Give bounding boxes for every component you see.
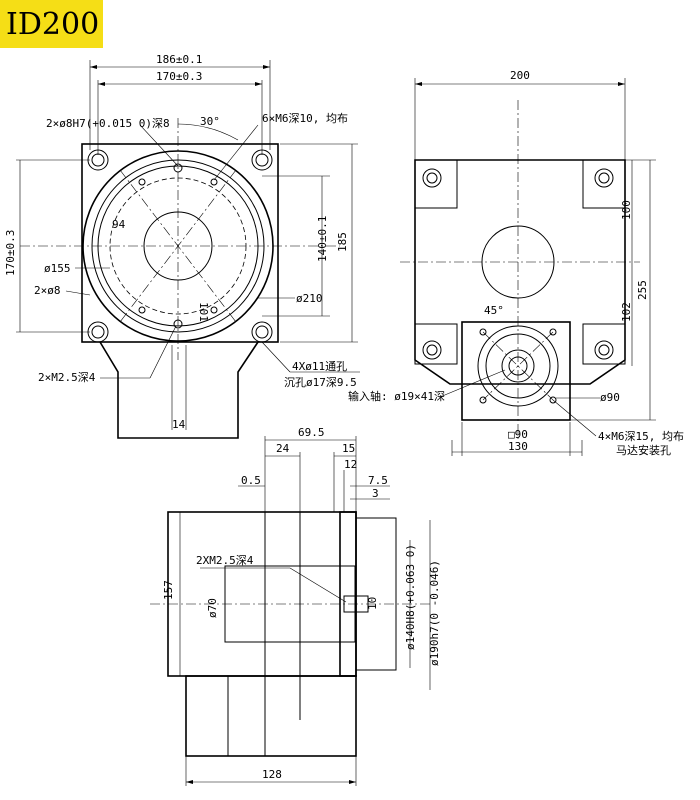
dim-69-5: 69.5 — [298, 426, 325, 439]
angle-45: 45° — [484, 304, 504, 317]
dim-200: 200 — [510, 69, 530, 82]
dim-130: 130 — [508, 440, 528, 453]
dim-24: 24 — [276, 442, 290, 455]
dim-102: 102 — [620, 302, 633, 322]
m25-holes-label: 2×M2.5深4 — [38, 371, 96, 384]
dim-90: ø90 — [600, 391, 620, 404]
m25-label: 2XM2.5深4 — [196, 554, 254, 567]
dim-210: ø210 — [296, 292, 323, 305]
front-view: 186±0.1 170±0.3 — [4, 53, 360, 439]
dim-2x8: 2×ø8 — [34, 284, 61, 297]
title-badge: ID200 — [0, 0, 103, 48]
motor-holes-label-2: 马达安装孔 — [616, 443, 671, 457]
motor-holes-label: 4×M6深15, 均布 — [598, 430, 684, 443]
dim-190h7: ø190h7(0 -0.046) — [428, 560, 441, 666]
dim-157: 157 — [162, 580, 175, 600]
dim-140: 140±0.1 — [316, 216, 329, 262]
dim-128: 128 — [262, 768, 282, 781]
dim-3: 3 — [372, 487, 379, 500]
dim-10: 10 — [366, 597, 379, 610]
dim-7-5: 7.5 — [368, 474, 388, 487]
title-text: ID200 — [6, 6, 100, 42]
dim-14: 14 — [172, 418, 186, 431]
dim-100: 100 — [620, 200, 633, 220]
dim-170: 170±0.3 — [156, 70, 202, 83]
dim-140h8: ø140H8(+0.063 0) — [404, 544, 417, 650]
section-view: 69.5 24 15 12 7.5 3 0.5 2XM2.5深4 — [150, 426, 441, 786]
pin-holes-label: 2×ø8H7(+0.015 0)深8 — [46, 117, 170, 130]
tapped-holes-label: 6×M6深10, 均布 — [262, 112, 348, 125]
dim-94: 94 — [112, 218, 126, 231]
dim-185: 185 — [336, 232, 349, 252]
dim-70: ø70 — [206, 598, 219, 618]
side-view: 200 45° 100 255 102 — [348, 69, 684, 457]
corner-hole-bl — [87, 321, 109, 343]
square-90: □90 — [508, 428, 528, 441]
dim-12: 12 — [344, 458, 357, 471]
dim-186: 186±0.1 — [156, 53, 202, 66]
angle-30: 30° — [200, 115, 220, 128]
dim-101: 101 — [197, 302, 210, 322]
input-shaft-label: 输入轴: ø19×41深 — [348, 389, 445, 403]
dim-0-5: 0.5 — [241, 474, 261, 487]
through-holes-label: 4Xø11通孔 — [292, 360, 347, 373]
dim-255: 255 — [636, 280, 649, 300]
dim-170-left: 170±0.3 — [4, 230, 17, 276]
corner-hole-tr — [251, 149, 273, 171]
dim-155: ø155 — [44, 262, 71, 275]
dim-15: 15 — [342, 442, 355, 455]
corner-hole-br — [251, 321, 273, 343]
counterbore-label: 沉孔ø17深9.5 — [284, 376, 357, 389]
